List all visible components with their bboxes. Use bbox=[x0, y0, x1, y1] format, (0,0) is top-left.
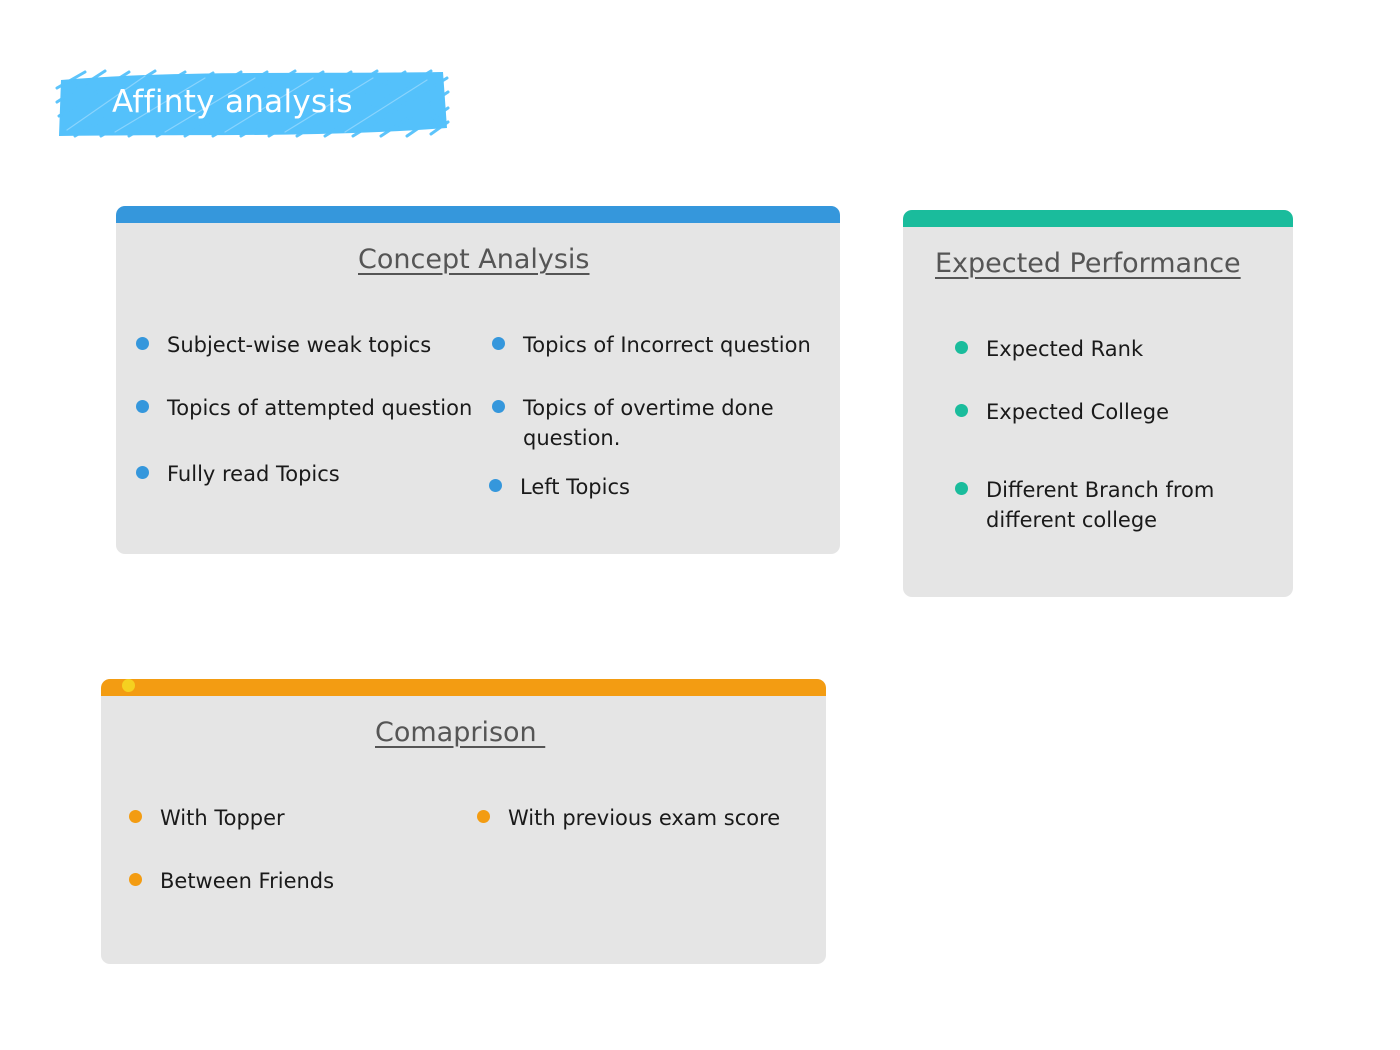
list-item: Expected Rank bbox=[955, 334, 1143, 364]
list-item: Subject-wise weak topics bbox=[136, 330, 431, 360]
concept-title: Concept Analysis bbox=[358, 244, 590, 275]
page-title: Affinty analysis bbox=[112, 84, 353, 120]
list-item-label: Topics of Incorrect question bbox=[523, 333, 811, 357]
list-item: Topics of Incorrect question bbox=[492, 330, 811, 360]
list-item: Expected College bbox=[955, 397, 1169, 427]
bullet-dot bbox=[489, 479, 502, 492]
list-item-label: With Topper bbox=[160, 806, 285, 830]
list-item-label: Fully read Topics bbox=[167, 462, 340, 486]
list-item: Between Friends bbox=[129, 866, 334, 896]
accent-marker-dot bbox=[122, 679, 135, 692]
list-item: Topics of attempted question bbox=[136, 393, 472, 423]
comparison-accent-bar bbox=[101, 679, 826, 696]
list-item-label: With previous exam score bbox=[508, 806, 781, 830]
bullet-dot bbox=[955, 341, 968, 354]
list-item: Topics of overtime done question. bbox=[492, 393, 792, 453]
comparison-title: Comaprison bbox=[375, 717, 546, 748]
bullet-dot bbox=[492, 400, 505, 413]
list-item-label: Topics of overtime done question. bbox=[523, 396, 774, 450]
list-item-label: Topics of attempted question bbox=[167, 396, 473, 420]
list-item: Different Branch from different college bbox=[955, 475, 1255, 535]
list-item: Fully read Topics bbox=[136, 459, 340, 489]
concept-analysis-card: Concept Analysis Subject-wise weak topic… bbox=[116, 206, 840, 554]
list-item-label: Left Topics bbox=[520, 475, 630, 499]
list-item-label: Expected College bbox=[986, 400, 1170, 424]
bullet-dot bbox=[136, 466, 149, 479]
list-item: Left Topics bbox=[489, 472, 630, 502]
comparison-card: Comaprison With Topper Between Friends W… bbox=[101, 679, 826, 964]
list-item-label: Between Friends bbox=[160, 869, 335, 893]
concept-accent-bar bbox=[116, 206, 840, 223]
page-title-banner: Affinty analysis bbox=[55, 68, 450, 140]
highlighter-scribble bbox=[55, 69, 450, 138]
bullet-dot bbox=[136, 337, 149, 350]
performance-accent-bar bbox=[903, 210, 1293, 227]
performance-title: Expected Performance bbox=[935, 248, 1241, 279]
bullet-dot bbox=[955, 404, 968, 417]
list-item: With Topper bbox=[129, 803, 285, 833]
expected-performance-card: Expected Performance Expected Rank Expec… bbox=[903, 210, 1293, 597]
bullet-dot bbox=[492, 337, 505, 350]
bullet-dot bbox=[477, 810, 490, 823]
bullet-dot bbox=[136, 400, 149, 413]
list-item-label: Subject-wise weak topics bbox=[167, 333, 432, 357]
bullet-dot bbox=[129, 810, 142, 823]
list-item-label: Expected Rank bbox=[986, 337, 1144, 361]
bullet-dot bbox=[955, 482, 968, 495]
bullet-dot bbox=[129, 873, 142, 886]
list-item-label: Different Branch from different college bbox=[986, 478, 1215, 532]
list-item: With previous exam score bbox=[477, 803, 780, 833]
